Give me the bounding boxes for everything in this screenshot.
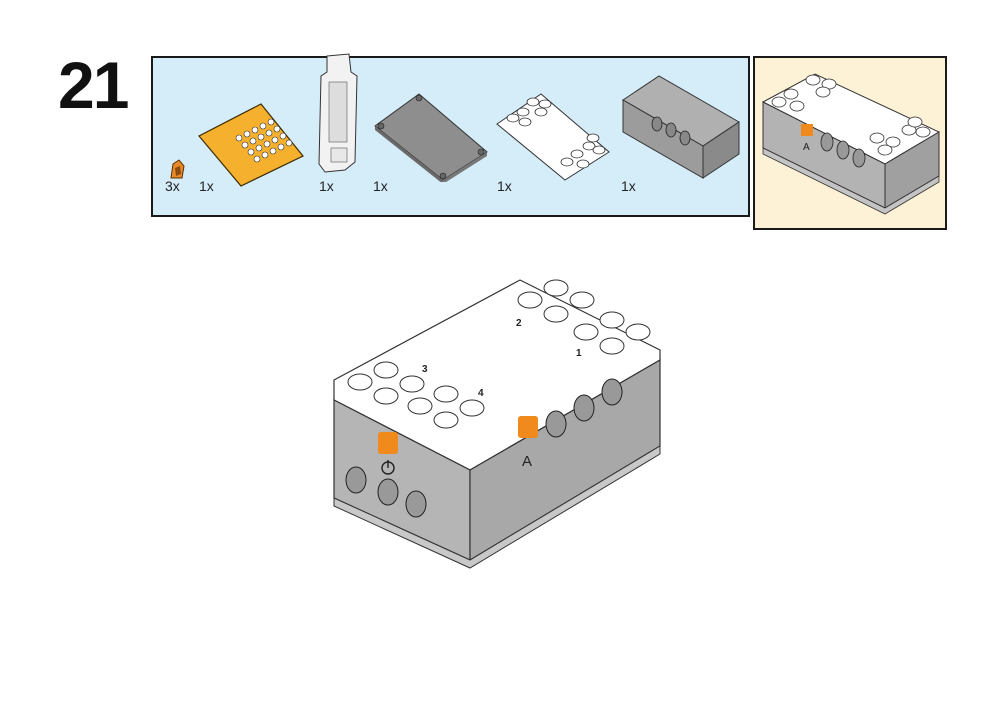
orange-led-matrix-plate-image xyxy=(198,103,304,187)
white-frame-bracket-image xyxy=(318,53,358,173)
assembled-hub-preview-image: A xyxy=(761,73,941,215)
gray-base-plate-image xyxy=(374,93,488,182)
part-qty: 1x xyxy=(199,178,214,194)
part-qty: 3x xyxy=(165,178,180,194)
part-qty: 1x xyxy=(497,178,512,194)
part-qty: 1x xyxy=(621,178,636,194)
parts-callout: 3x 1x 1x 1x 1x xyxy=(151,53,750,217)
top-label: 4 xyxy=(478,388,484,399)
part-qty: 1x xyxy=(373,178,388,194)
assembled-hub-image: A 1 2 3 4 xyxy=(333,279,661,569)
port-label: A xyxy=(803,142,810,153)
main-model-illustration: A 1 2 3 4 xyxy=(330,270,670,575)
white-stud-top-plate-image xyxy=(496,93,610,181)
top-label: 2 xyxy=(516,318,522,329)
top-label: 3 xyxy=(422,364,428,375)
gray-housing-box-image xyxy=(622,75,740,179)
orange-connector-pin-image xyxy=(170,159,185,179)
step-number: 21 xyxy=(58,48,129,122)
result-preview-callout: A xyxy=(753,56,947,230)
port-label: A xyxy=(522,453,532,470)
part-qty: 1x xyxy=(319,178,334,194)
top-label: 1 xyxy=(576,348,582,359)
